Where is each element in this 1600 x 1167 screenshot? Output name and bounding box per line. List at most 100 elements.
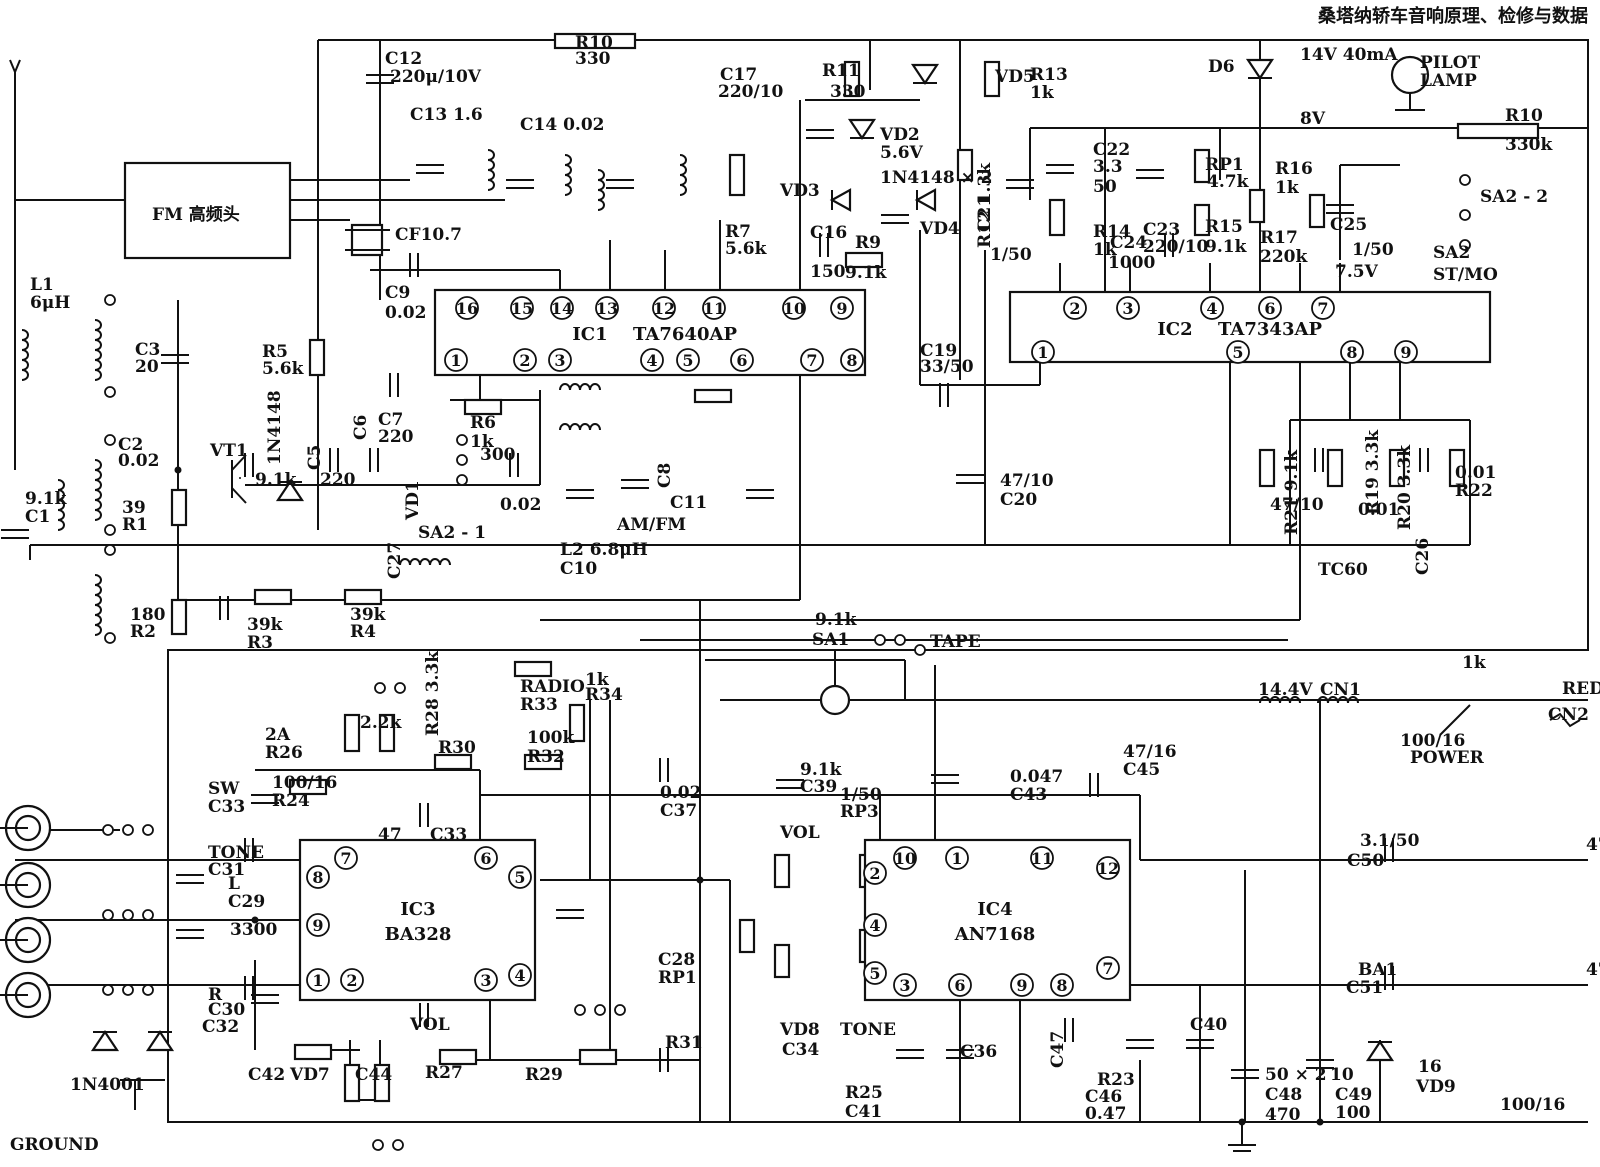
component-label: 47/10 xyxy=(1270,495,1324,515)
ic1-pin-3 xyxy=(548,348,572,372)
component-label: D6 xyxy=(1208,57,1235,77)
ic3-pin-8-label: 8 xyxy=(312,868,323,887)
ic2-pin-6-label: 6 xyxy=(1264,299,1275,318)
component-label: 47 xyxy=(378,825,402,845)
component-label: TC60 xyxy=(1318,560,1368,580)
component-label: C17 xyxy=(720,65,757,85)
ic1-pin-9 xyxy=(830,296,854,320)
component-label: 8V xyxy=(1300,109,1326,129)
component-label: R11 xyxy=(822,61,860,81)
ic1-pin-4 xyxy=(640,348,664,372)
component-label: C5 xyxy=(305,445,325,470)
ic1-pin-12-label: 12 xyxy=(653,299,675,318)
component-label: POWER xyxy=(1410,748,1485,768)
component-label: R24 xyxy=(272,791,310,811)
component-label: R1 xyxy=(122,515,148,535)
component-label: TONE xyxy=(840,1020,896,1040)
ic1-pin-11-label: 11 xyxy=(703,299,725,318)
ic3-pin-9 xyxy=(306,913,330,937)
ic1-pin-13-label: 13 xyxy=(596,299,618,318)
component-label: 0.02 xyxy=(118,451,159,471)
ic2-name: IC2 xyxy=(1157,319,1192,340)
ic1-pin-8-label: 8 xyxy=(846,351,857,370)
fm-tuner-box xyxy=(123,161,292,260)
component-label: C50 xyxy=(1347,851,1384,871)
component-label: 0.02 xyxy=(660,783,701,803)
ic1-pin-13 xyxy=(595,296,619,320)
ic1-pin-7-label: 7 xyxy=(806,351,817,370)
ic4-pin-7-label: 7 xyxy=(1102,959,1113,978)
component-label: 1k xyxy=(585,670,610,690)
component-label: SA2 - 1 xyxy=(418,523,486,543)
ic4-pin-9 xyxy=(1010,973,1034,997)
component-label: 470/16 xyxy=(1586,835,1600,855)
component-label: 39 xyxy=(122,498,146,518)
component-label: 470 xyxy=(1265,1105,1301,1125)
ic2-pin-5-label: 5 xyxy=(1232,343,1243,362)
component-label: C46 xyxy=(1085,1087,1122,1107)
ic2-pin-9-label: 9 xyxy=(1400,343,1411,362)
ic1-pin-8 xyxy=(840,348,864,372)
component-label: 100 xyxy=(1335,1103,1371,1123)
component-label: C40 xyxy=(1190,1015,1227,1035)
component-label: R30 xyxy=(438,738,476,758)
component-label: C21 xyxy=(975,195,995,232)
component-label: TONE xyxy=(208,843,264,863)
component-label: C30 xyxy=(208,1000,245,1020)
component-label: R22 xyxy=(1455,481,1493,501)
component-label: C43 xyxy=(1010,785,1047,805)
component-label: 470/16 xyxy=(1586,960,1600,980)
component-label: R3 xyxy=(247,633,273,653)
component-label: R25 xyxy=(845,1083,883,1103)
component-label: 1/50 xyxy=(1352,240,1394,260)
ic1-pin-5-label: 5 xyxy=(682,351,693,370)
component-label: 39k xyxy=(247,615,284,635)
component-label: 220μ/10V xyxy=(390,67,482,87)
ic1-pin-12 xyxy=(652,296,676,320)
component-label: C37 xyxy=(660,801,697,821)
component-label: 220k xyxy=(1260,247,1308,267)
component-label: C29 xyxy=(228,892,265,912)
component-label: CN1 xyxy=(1320,680,1361,700)
ic2-pin-3-label: 3 xyxy=(1122,299,1133,318)
component-label: C25 xyxy=(1330,215,1367,235)
ic2-pin-8-label: 8 xyxy=(1346,343,1357,362)
component-label: C47 xyxy=(1048,1031,1068,1068)
ic2-pin-3 xyxy=(1116,296,1140,320)
component-label: VD8 xyxy=(779,1020,820,1040)
ic4-pin-1-label: 1 xyxy=(951,849,962,868)
component-label: RADIO xyxy=(520,677,585,697)
component-label: C51 xyxy=(1346,978,1383,998)
component-label: R9 xyxy=(855,233,881,253)
component-label: 50 xyxy=(1093,177,1117,197)
ic2-pin-6 xyxy=(1258,296,1282,320)
component-label: 6μH xyxy=(30,293,70,313)
component-label: 39k xyxy=(350,605,387,625)
ic1-pin-4-label: 4 xyxy=(646,351,657,370)
component-label: R xyxy=(208,985,223,1005)
component-label: 5.6V xyxy=(880,143,924,163)
ic1-pin-3-label: 3 xyxy=(554,351,565,370)
component-label: 220/10 xyxy=(718,82,784,102)
component-label: C36 xyxy=(960,1042,997,1062)
ic4-pin-1 xyxy=(945,846,969,870)
component-label: C19 xyxy=(920,341,957,361)
component-label: SA2 xyxy=(1433,243,1470,263)
component-label: R14 xyxy=(1093,222,1131,242)
component-label: R4 xyxy=(350,622,376,642)
ic3-pin-2 xyxy=(340,968,364,992)
component-label: 0.02 xyxy=(385,303,426,323)
component-label: SW xyxy=(208,779,240,799)
ic2-pin-2-label: 2 xyxy=(1069,299,1080,318)
ic1-pin-6 xyxy=(730,348,754,372)
component-label: C32 xyxy=(202,1017,239,1037)
component-label: VD7 xyxy=(289,1065,330,1085)
component-label: 50 × 2 xyxy=(1265,1065,1327,1085)
ic4-pin-12 xyxy=(1096,856,1120,880)
component-label: CN2 xyxy=(1548,705,1589,725)
component-label: R23 xyxy=(1097,1070,1135,1090)
component-label: C23 xyxy=(1143,220,1180,240)
component-label: 47/10 xyxy=(1000,471,1054,491)
component-label: 0.02 xyxy=(500,495,541,515)
ic4-pin-7 xyxy=(1096,956,1120,980)
